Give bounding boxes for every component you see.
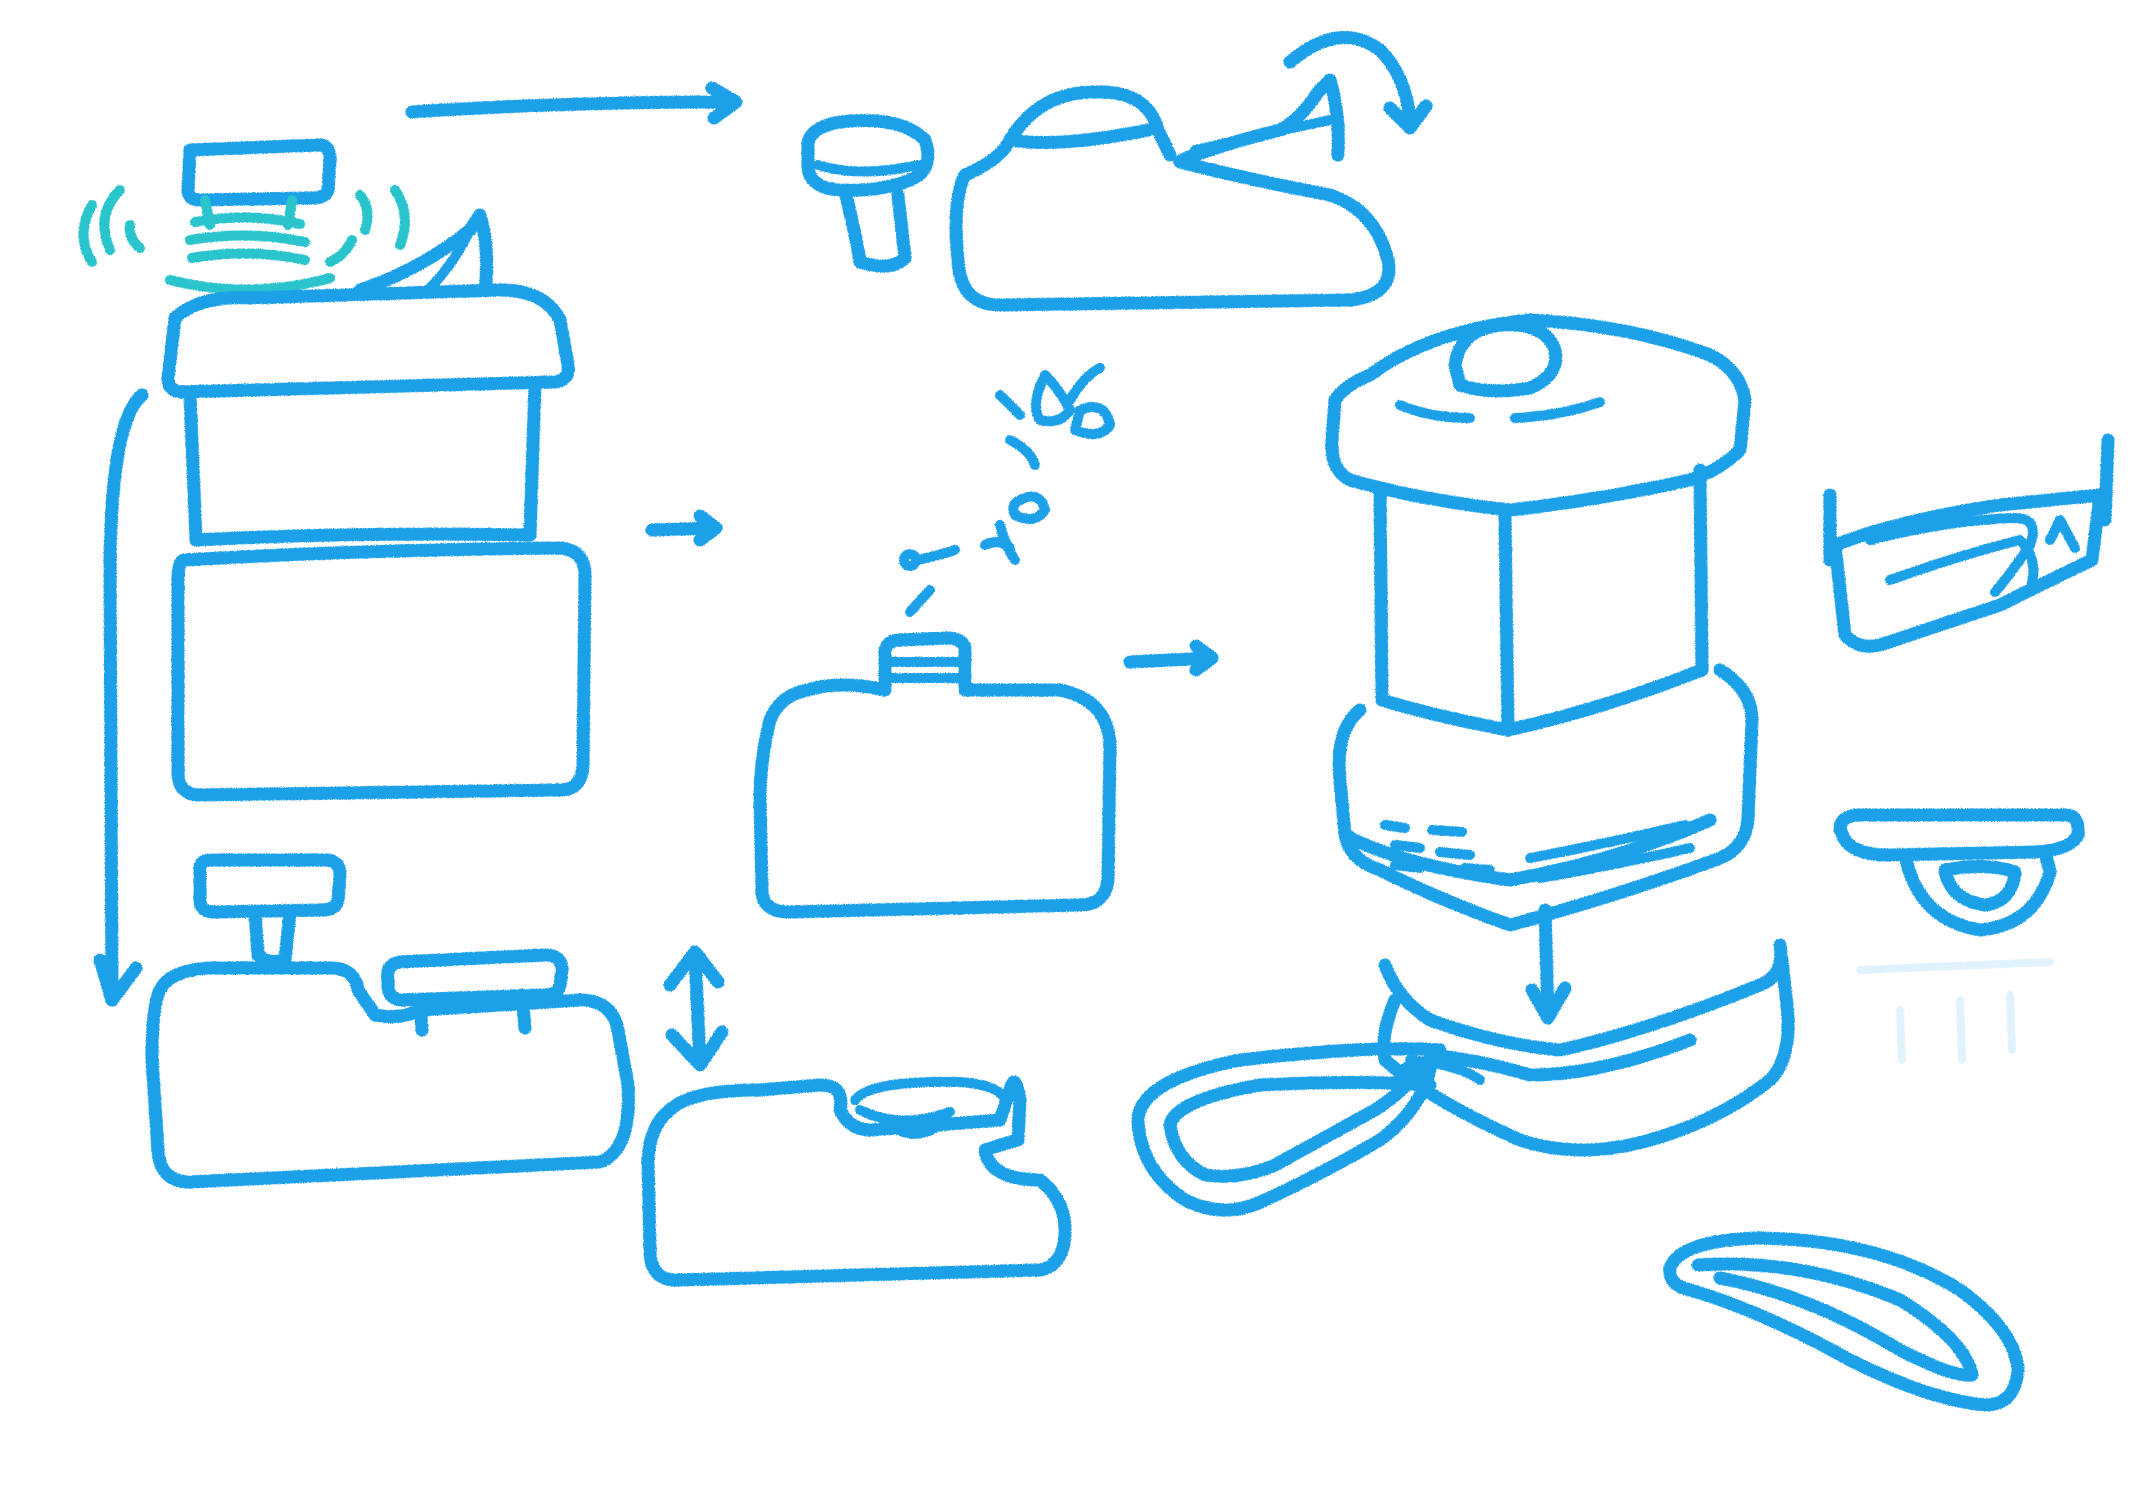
faint-marks — [1860, 962, 2050, 1060]
assembled-bottle-with-cap-and-spout-icon — [84, 145, 586, 795]
large-container-on-tray-icon — [1332, 320, 1788, 1150]
base-with-opening-icon — [648, 1082, 1065, 1280]
arrow-right-icon — [1130, 646, 1212, 670]
arrow-up-down-icon — [670, 952, 722, 1065]
t-shaped-cap-icon — [200, 860, 340, 962]
lid-with-spout-icon — [956, 38, 1426, 306]
clip-bracket-icon — [1840, 815, 2078, 930]
sprout-leaves-icon — [904, 368, 1110, 612]
t-shaped-cap-icon — [808, 120, 928, 266]
arrow-curve-down-icon — [100, 395, 142, 1000]
arrow-right-icon — [652, 516, 716, 540]
carry-strap-loop-icon — [1138, 1049, 1480, 1210]
loose-strap-loop-icon — [1670, 1238, 2018, 1405]
base-with-handle-icon — [152, 955, 628, 1182]
tray-frame-icon — [1830, 440, 2108, 646]
arrow-right-icon — [412, 88, 736, 118]
sealed-jar-icon — [760, 638, 1110, 912]
